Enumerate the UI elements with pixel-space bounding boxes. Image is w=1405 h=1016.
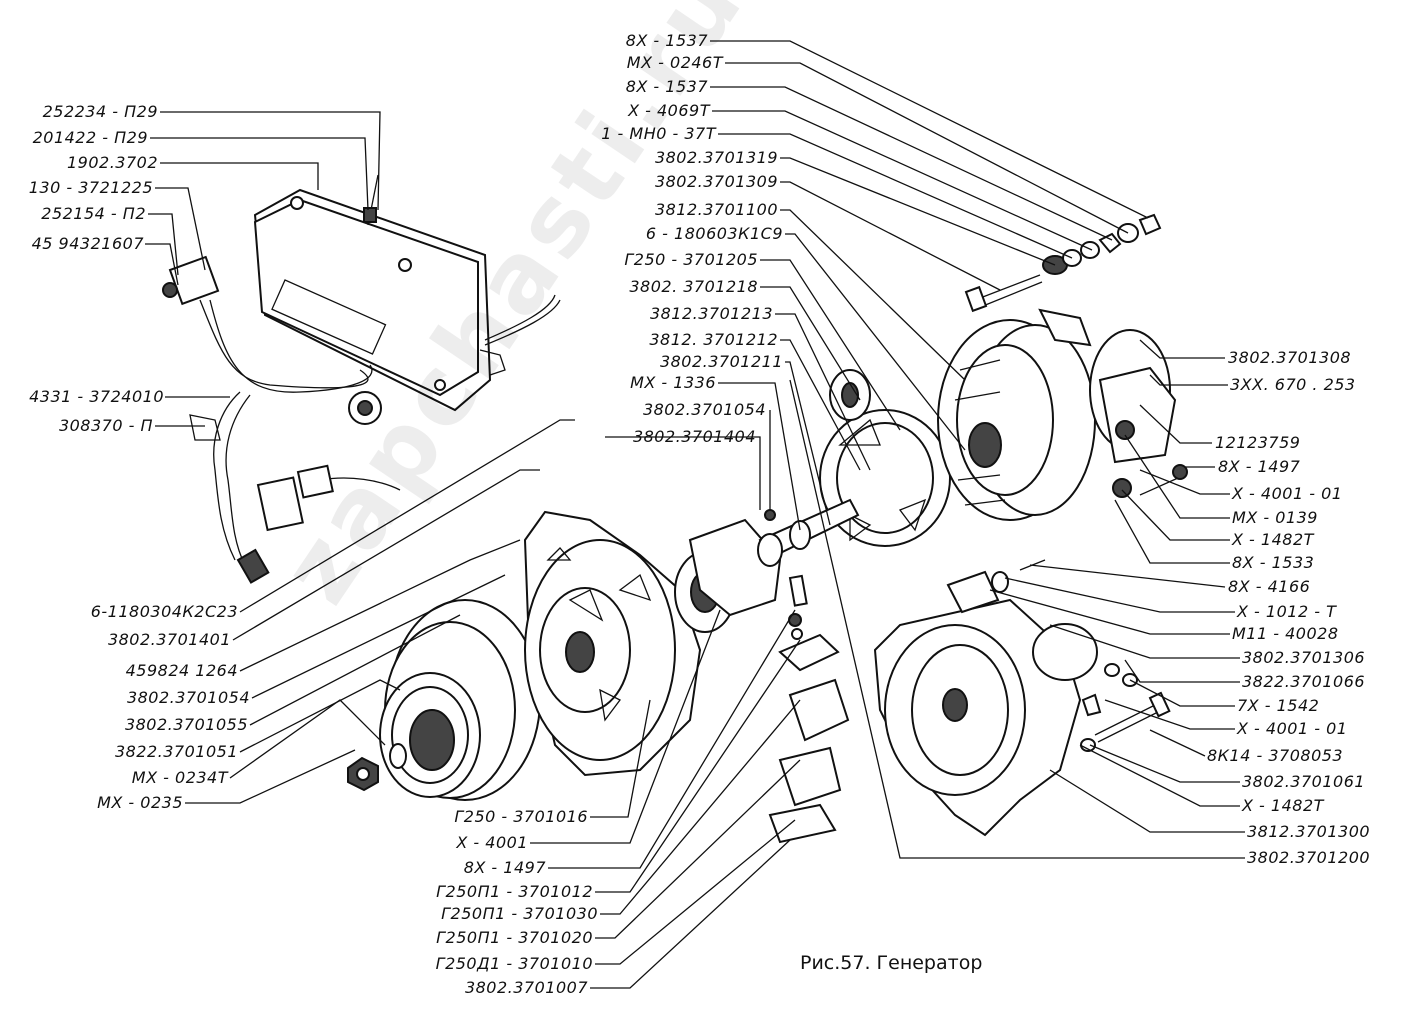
label-top-10: 3802. 3701218 [629,277,758,296]
label-top-7: 3812.3701100 [654,200,778,219]
leaders-bottom [530,609,801,989]
label-left-2: 1902.3702 [66,153,158,172]
label-left-11: 3802.3701054 [126,688,250,707]
wiring-harness [162,255,561,584]
label-right-4: Х - 4001 - 01 [1232,484,1343,503]
label-right-11: 3802.3701306 [1242,648,1366,667]
label-top-16: 3802.3701404 [632,427,756,446]
leaders-left [145,111,575,804]
label-top-9: Г250 - 3701205 [624,250,758,269]
label-right-7: 8Х - 1533 [1232,553,1315,572]
label-left-6: 4331 - 3724010 [29,387,164,406]
brush-holder-rectifier [764,509,850,844]
label-top-2: 8Х - 1537 [625,77,708,96]
label-left-5: 45 94321607 [31,234,144,253]
figure-caption: Рис.57. Генератор [800,952,983,974]
label-top-5: 3802.3701319 [654,148,778,167]
label-left-8: 6-1180304К2С23 [90,602,238,621]
label-left-9: 3802.3701401 [107,630,231,649]
rear-housing [873,559,1171,837]
label-bottom-4: Г250П1 - 3701030 [441,904,598,923]
label-right-1: 3ХХ. 670 . 253 [1230,375,1356,394]
label-right-2: 12123759 [1215,433,1301,452]
label-top-1: МХ - 0246Т [626,53,723,72]
label-right-16: 3802.3701061 [1242,772,1366,791]
label-left-12: 3802.3701055 [124,715,248,734]
label-right-19: 3802.3701200 [1247,848,1371,867]
leaders-right [789,339,1245,859]
label-right-12: 3822.3701066 [1242,672,1366,691]
label-top-11: 3812.3701213 [649,304,773,323]
label-right-9: Х - 1012 - Т [1237,602,1337,621]
label-right-0: 3802.3701308 [1228,348,1352,367]
pulley-fan [347,599,541,801]
label-right-14: Х - 4001 - 01 [1237,719,1348,738]
label-left-13: 3822.3701051 [114,742,238,761]
label-top-12: 3812. 3701212 [649,330,778,349]
label-bottom-3: Г250П1 - 3701012 [436,882,593,901]
label-left-7: 308370 - П [58,416,153,435]
label-bottom-2: 8Х - 1497 [463,858,546,877]
voltage-regulator [253,188,506,412]
label-top-4: 1 - МН0 - 37Т [601,124,716,143]
label-bottom-7: 3802.3701007 [464,978,588,997]
label-right-3: 8Х - 1497 [1218,457,1301,476]
brush-cover [1089,329,1188,498]
label-bottom-6: Г250Д1 - 3701010 [435,954,593,973]
label-right-18: 3812.3701300 [1247,822,1371,841]
stator [937,308,1096,521]
label-bottom-0: Г250 - 3701016 [454,807,588,826]
label-left-1: 201422 - П29 [32,128,148,147]
leaders-top [605,40,1149,531]
label-top-8: 6 - 180603К1С9 [645,224,783,243]
label-bottom-5: Г250П1 - 3701020 [436,928,593,947]
regulator-screw [363,174,379,226]
label-left-3: 130 - 3721225 [28,178,153,197]
label-right-10: М11 - 40028 [1232,624,1339,643]
label-bottom-1: Х - 4001 [456,833,528,852]
label-left-15: МХ - 0235 [97,793,183,812]
label-right-13: 7Х - 1542 [1237,696,1320,715]
label-left-0: 252234 - П29 [42,102,158,121]
label-left-4: 252154 - П2 [41,204,146,223]
label-right-5: МХ - 0139 [1232,508,1318,527]
label-top-14: МХ - 1336 [630,373,716,392]
front-housing [523,510,782,777]
label-right-15: 8К14 - 3708053 [1207,746,1344,765]
label-right-17: Х - 1482Т [1242,796,1324,815]
label-top-0: 8Х - 1537 [625,31,708,50]
label-right-6: Х - 1482Т [1232,530,1314,549]
label-top-13: 3802.3701211 [659,352,783,371]
label-left-14: МХ - 0234Т [131,768,228,787]
label-top-6: 3802.3701309 [654,172,778,191]
bolt-assembly [964,213,1162,313]
label-left-10: 459824 1264 [125,661,238,680]
label-top-3: Х - 4069Т [628,101,710,120]
label-top-15: 3802.3701054 [642,400,766,419]
label-right-8: 8Х - 4166 [1228,577,1311,596]
